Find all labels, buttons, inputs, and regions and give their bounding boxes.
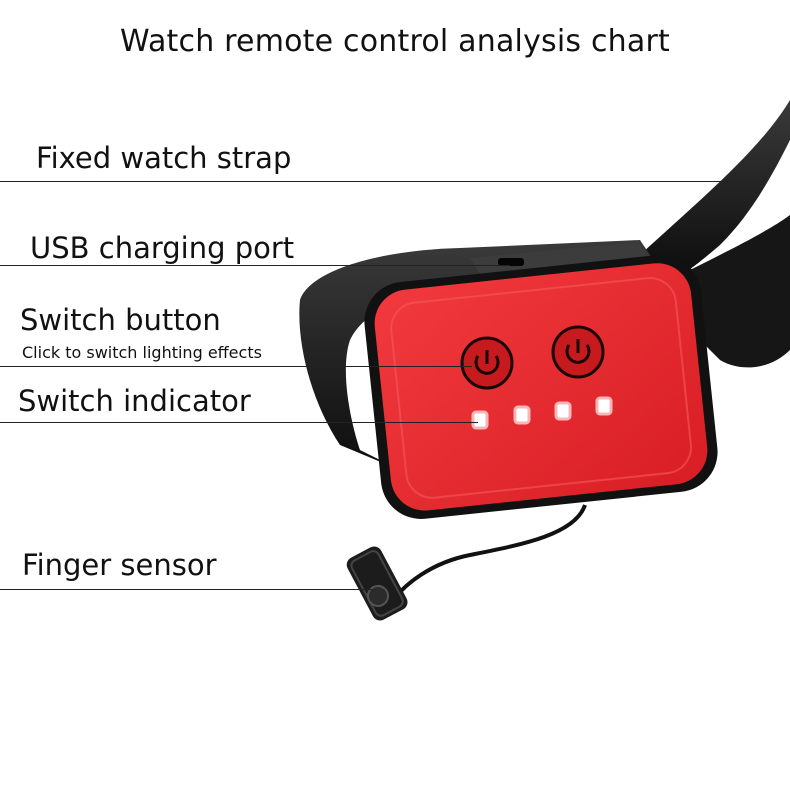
leader-line-switch-button xyxy=(0,366,472,367)
label-finger-sensor: Finger sensor xyxy=(22,548,217,582)
indicator-led-4 xyxy=(595,396,613,416)
label-switch-button-note: Click to switch lighting effects xyxy=(22,343,262,362)
usb-port-slot xyxy=(498,258,524,266)
label-switch-button: Switch button xyxy=(20,303,221,337)
label-switch-indicator: Switch indicator xyxy=(18,384,251,418)
chart-title: Watch remote control analysis chart xyxy=(120,24,670,59)
indicator-led-2 xyxy=(513,405,531,425)
indicator-led-3 xyxy=(554,401,572,421)
remote-body xyxy=(364,254,718,519)
leader-line-sensor xyxy=(0,589,372,590)
label-fixed-watch-strap: Fixed watch strap xyxy=(36,141,292,175)
leader-line-usb xyxy=(0,265,510,266)
power-button-right xyxy=(551,325,605,379)
leader-line-indicator xyxy=(0,422,478,423)
indicator-leds xyxy=(471,396,613,430)
leader-line-strap xyxy=(0,181,728,182)
finger-sensor xyxy=(346,546,408,621)
label-usb-charging-port: USB charging port xyxy=(30,231,295,265)
indicator-led-1 xyxy=(471,410,489,430)
power-button-left xyxy=(460,336,514,390)
sensor-cable xyxy=(393,504,587,600)
